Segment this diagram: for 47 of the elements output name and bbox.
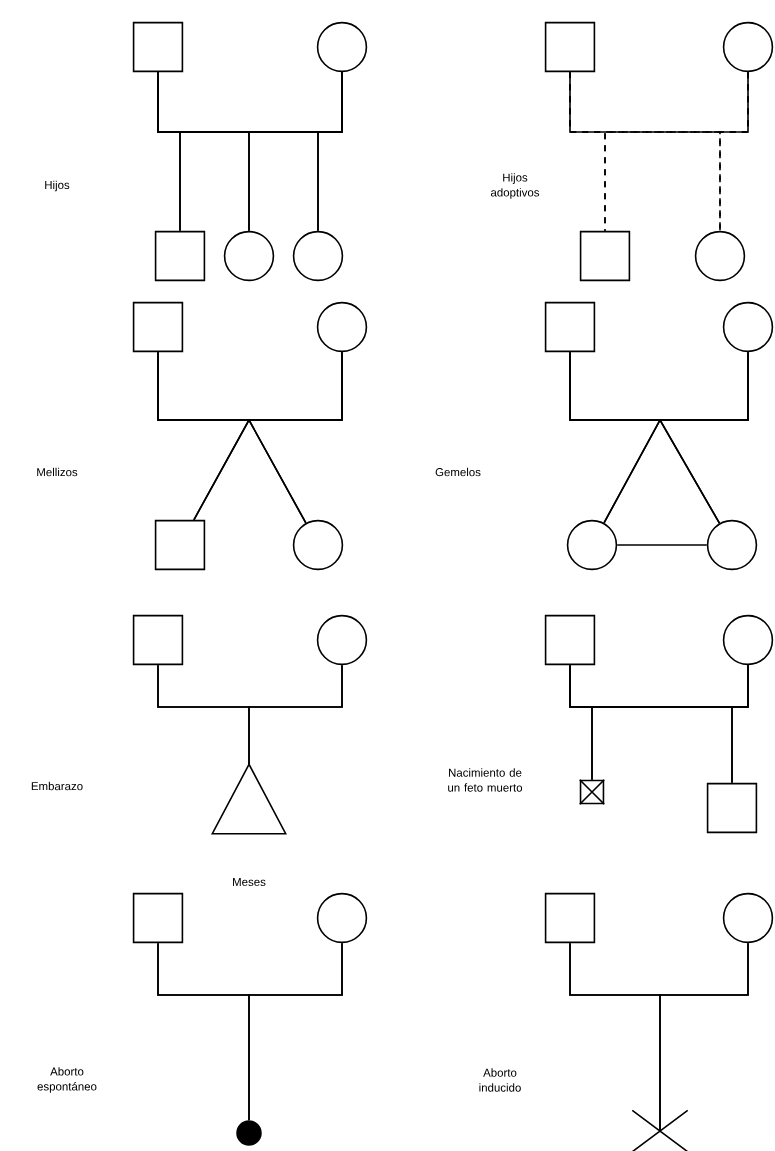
symbol-caption: Nacimiento de un feto muerto: [448, 768, 523, 792]
circle-symbol: [223, 230, 275, 282]
circle-symbol: [722, 301, 774, 353]
square-symbol: [544, 892, 596, 944]
symbol-caption: Meses: [233, 878, 266, 886]
circle-symbol: [316, 892, 368, 944]
connector-line: [616, 544, 708, 546]
connector-line: [658, 351, 749, 524]
square-symbol: [132, 614, 184, 666]
circle-symbol: [706, 519, 758, 571]
square-symbol: [579, 230, 631, 282]
square-symbol: [544, 614, 596, 666]
square-symbol: [154, 519, 206, 571]
connector-line: [659, 942, 749, 1132]
square-symbol: [132, 892, 184, 944]
circle-symbol: [566, 519, 618, 571]
symbol-caption: Aborto inducido: [479, 1068, 521, 1092]
circle-symbol: [722, 892, 774, 944]
symbol-caption: Hijos: [45, 180, 70, 192]
connector-line: [719, 71, 749, 232]
square-symbol: [544, 21, 596, 73]
symbol-caption: Hijos adoptivos: [490, 173, 540, 199]
circle-symbol: [722, 21, 774, 73]
circle-symbol: [316, 301, 368, 353]
circle-symbol: [694, 230, 746, 282]
symbol-caption: Mellizos: [37, 467, 78, 477]
circle-symbol: [722, 614, 774, 666]
connector-line: [247, 351, 343, 524]
connector-line: [248, 664, 343, 766]
square-symbol: [154, 230, 206, 282]
crossed-square-symbol: [578, 778, 606, 806]
symbol-caption: Embarazo: [31, 781, 83, 791]
symbol-caption: Aborto espontáneo: [37, 1067, 97, 1093]
square-symbol: [132, 301, 184, 353]
square-symbol: [544, 301, 596, 353]
circle-symbol: [316, 21, 368, 73]
circle-symbol: [316, 614, 368, 666]
symbol-caption: Gemelos: [435, 467, 481, 477]
square-symbol: [706, 782, 758, 834]
connector-line: [248, 942, 343, 1122]
connector-line: [731, 664, 749, 784]
square-symbol: [132, 21, 184, 73]
connector-line: [317, 71, 343, 232]
circle-symbol: [292, 230, 344, 282]
circle-symbol: [292, 519, 344, 571]
cross-symbol: [631, 1109, 689, 1151]
filled-dot-symbol: [236, 1120, 262, 1146]
